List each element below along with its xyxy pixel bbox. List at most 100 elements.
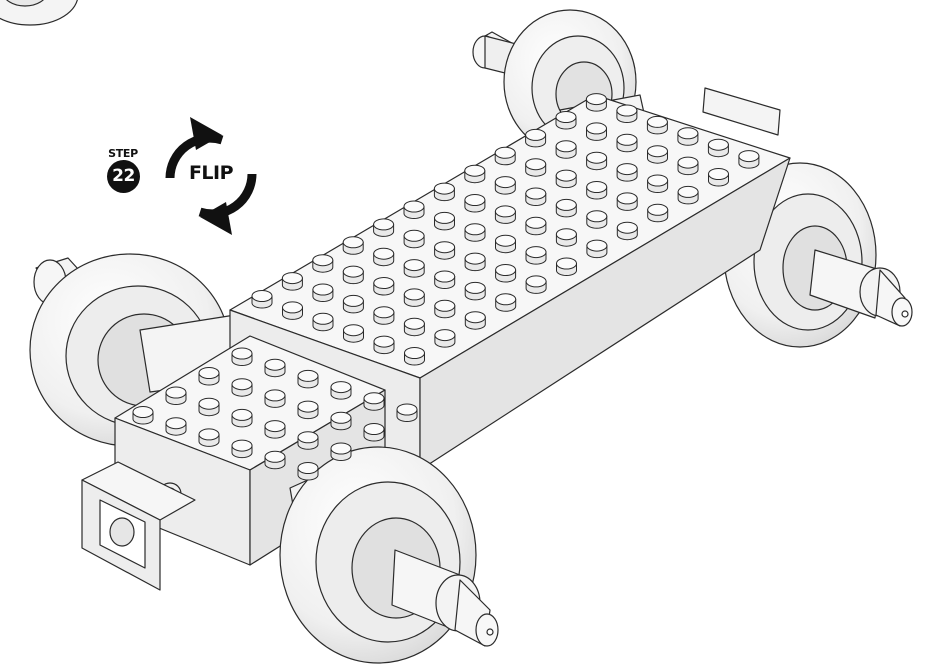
stud [434,183,454,201]
stud [374,219,394,237]
stud [556,170,576,188]
stud [587,240,607,258]
stud [678,128,698,146]
stud [343,266,363,284]
stud [343,237,363,255]
stud [265,451,285,469]
stud [404,318,424,336]
stud [495,177,515,195]
stud [199,398,219,416]
stud [617,193,637,211]
stud [678,186,698,204]
stud [556,199,576,217]
stud [265,421,285,439]
stud [587,123,607,141]
step-number: 22 [107,160,140,193]
stud [283,302,303,320]
stud [404,260,424,278]
stud [199,368,219,386]
stud [374,278,394,296]
stud [647,116,667,133]
stud [265,359,285,377]
stud [298,370,318,388]
stud [526,217,546,235]
stud [648,146,668,164]
stud [678,157,698,175]
stud [404,289,424,307]
stud [313,255,333,273]
stud [465,224,485,242]
stud [397,404,417,422]
stud [587,182,607,200]
stud [617,105,637,123]
stud [331,443,351,461]
stud [232,379,252,397]
stud [344,325,364,343]
stud [313,284,333,302]
stud [496,294,516,312]
stud [232,348,252,366]
stud [404,230,424,248]
stud [556,112,576,130]
partial-wheel-top-left [0,0,78,25]
stud [435,271,455,289]
stud [313,313,333,330]
stud [587,152,607,170]
stud [526,129,546,147]
stud [435,242,455,260]
stud [331,412,351,430]
stud [739,151,759,169]
stud [557,258,577,276]
stud [465,195,485,213]
stud [265,390,285,408]
stud [708,139,728,157]
stud [435,330,455,348]
stud [709,169,729,187]
stud [199,429,219,447]
stud [166,418,186,436]
step-label: STEP [108,147,138,160]
stud [331,382,351,400]
stud [526,188,546,206]
stud [232,440,252,458]
stud [166,387,186,405]
stud [526,276,546,294]
stud [252,291,272,309]
stud [617,134,637,152]
stud [374,248,394,266]
stud [526,159,546,177]
stud [374,307,394,325]
stud [405,348,425,366]
stud [282,273,302,291]
stud [495,206,515,224]
stud [343,295,363,313]
stud [298,432,318,450]
stud [298,463,318,481]
stud [364,424,384,442]
stud [648,175,668,193]
stud [617,222,637,240]
stud [496,265,516,282]
stud [587,211,607,229]
stud [364,393,384,411]
stud [298,401,318,419]
stud [495,147,515,164]
stud [496,235,516,253]
stud [435,212,455,230]
stud [465,253,485,271]
stud [556,229,576,247]
stud [465,282,485,300]
stud [617,164,637,182]
stud [526,247,546,265]
stud [586,94,606,112]
stud [465,312,485,330]
stud [404,201,424,219]
stud [232,409,252,427]
stud [648,204,668,222]
stud [374,336,394,354]
stud [133,407,153,425]
stud [556,141,576,159]
stud [465,165,485,183]
stud [435,300,455,318]
